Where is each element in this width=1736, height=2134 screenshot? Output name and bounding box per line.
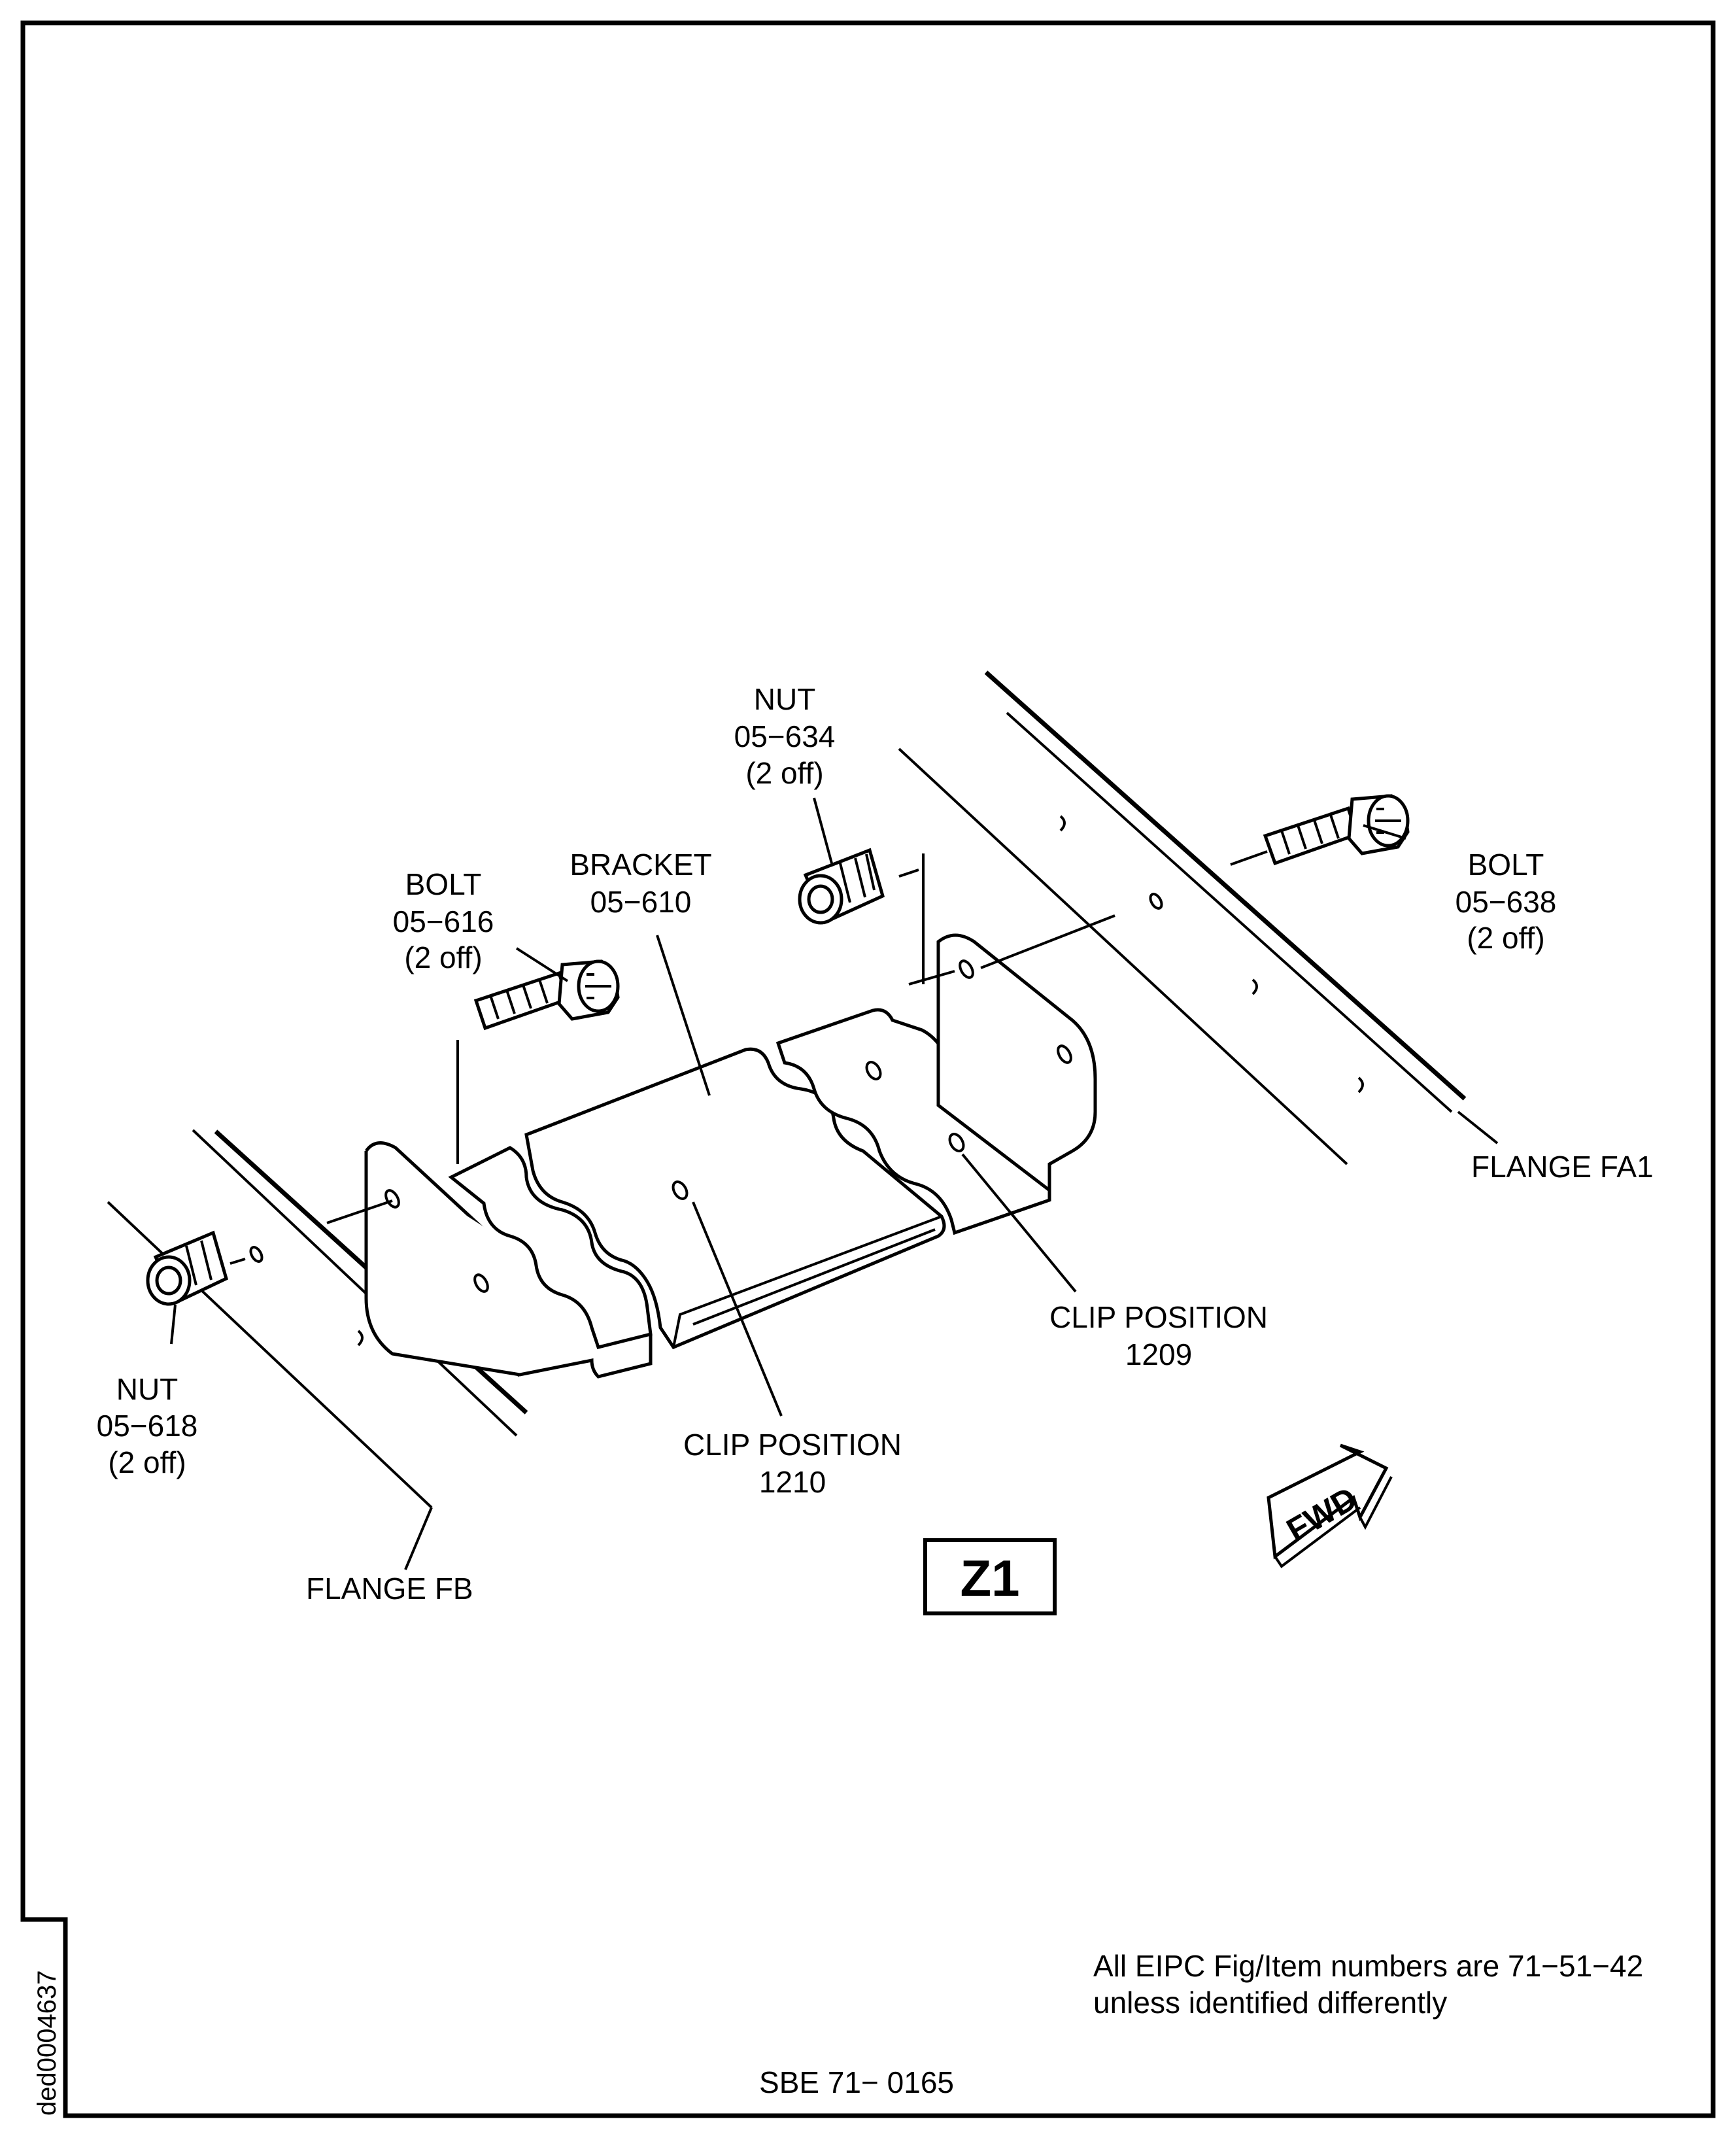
bolt-right <box>1230 794 1410 866</box>
nut-left-qty: (2 off) <box>108 1445 186 1479</box>
label-clip-1210: CLIP POSITION 1210 <box>683 1428 902 1499</box>
note-line-1: All EIPC Fig/Item numbers are 71−51−42 <box>1093 1949 1643 1983</box>
bolt-right-qty: (2 off) <box>1467 921 1544 955</box>
label-bolt-right: BOLT 05−638 (2 off) <box>1455 848 1557 955</box>
nut-top-number: 05−634 <box>734 719 836 753</box>
leader-lines <box>170 797 1499 1570</box>
bolt-left-number: 05−616 <box>393 904 494 938</box>
note-line-2: unless identified differently <box>1093 1986 1447 2020</box>
bolt-left-name: BOLT <box>405 867 482 901</box>
label-bolt-left: BOLT 05−616 (2 off) <box>393 867 494 974</box>
drawing-frame <box>20 20 1716 2118</box>
footer-reference: SBE 71− 0165 <box>759 2065 954 2099</box>
clip-1209-name: CLIP POSITION <box>1049 1300 1268 1334</box>
nut-left-number: 05−618 <box>97 1409 198 1443</box>
clip-1209-number: 1209 <box>1125 1337 1192 1371</box>
label-clip-1209: CLIP POSITION 1209 <box>1049 1300 1268 1371</box>
label-flange-fa1: FLANGE FA1 <box>1471 1150 1654 1184</box>
note: All EIPC Fig/Item numbers are 71−51−42 u… <box>1093 1949 1643 2020</box>
clip-1210-name: CLIP POSITION <box>683 1428 902 1462</box>
bracket-name: BRACKET <box>570 848 711 882</box>
nut-left <box>146 1230 246 1306</box>
drawing-id: ded0004637 <box>33 1971 61 2116</box>
label-nut-left: NUT 05−618 (2 off) <box>97 1372 198 1479</box>
bolt-left-qty: (2 off) <box>404 940 482 974</box>
label-bracket: BRACKET 05−610 <box>570 848 711 919</box>
view-label: Z1 <box>960 1549 1019 1607</box>
nut-top <box>798 848 925 984</box>
label-flange-fb: FLANGE FB <box>306 1572 473 1606</box>
bolt-left <box>456 959 620 1164</box>
label-nut-top: NUT 05−634 (2 off) <box>734 682 836 790</box>
fwd-arrow: FWD <box>1267 1443 1393 1568</box>
nut-top-name: NUT <box>754 682 816 716</box>
bracket-number: 05−610 <box>590 885 692 919</box>
nut-top-qty: (2 off) <box>745 756 823 790</box>
nut-left-name: NUT <box>116 1372 179 1406</box>
flange-fa1 <box>898 670 1467 1165</box>
bolt-right-number: 05−638 <box>1455 885 1557 919</box>
view-label-box: Z1 <box>923 1538 1057 1615</box>
bolt-right-name: BOLT <box>1468 848 1544 882</box>
clip-1210-number: 1210 <box>759 1465 826 1499</box>
